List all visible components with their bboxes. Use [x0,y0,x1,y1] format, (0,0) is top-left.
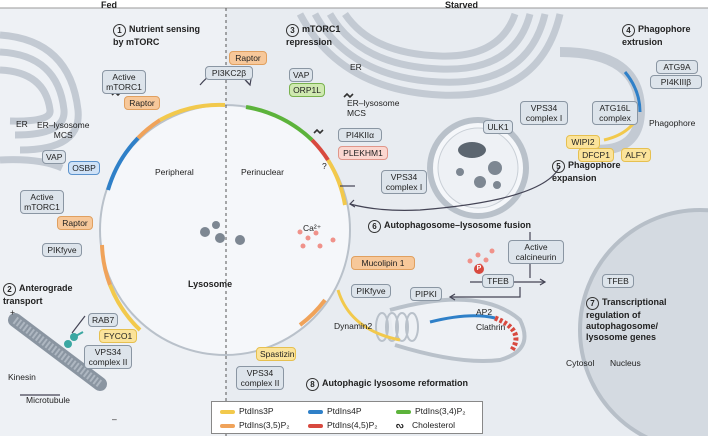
active-mtorc1-bottom: Active mTORC1 [20,190,64,214]
starved-header: Starved [445,0,479,10]
reformation-tubule [389,297,527,363]
raptor-mid: Raptor [229,51,267,65]
peripheral-label: Peripheral [155,167,194,177]
ap2-label: AP2 [476,307,493,317]
lysosome-particles [200,221,245,245]
legend: PtdIns3P PtdIns4P PtdIns(3,4)P₂ PtdIns(3… [211,401,483,434]
pi4k2a: PI4KIIα [338,128,382,142]
vps34-complex-i-mid: VPS34 complex I [381,170,427,194]
autophagosome-cargo [456,142,502,189]
wipi2: WIPI2 [566,135,600,149]
plekhm1: PLEKHM1 [338,146,388,160]
osbp: OSBP [68,161,100,175]
phospho-badge: P [474,264,484,274]
vap-left: VAP [42,150,66,164]
ptdins45p2-arc-right [310,138,330,162]
question-mark: ? [322,161,327,171]
er-label-right: ER [350,62,362,72]
pikfyve-right: PIKfyve [351,284,391,298]
mucolipin-1: Mucolipin 1 [351,256,415,270]
mcs-label-right: ER–lysosome MCS [347,98,400,118]
er-label-left: ER [16,119,28,129]
calcium-label: Ca²⁺ [303,223,322,233]
pipki: PIPKI [410,287,442,301]
ptdins35p2-arc-bottom [298,298,327,327]
active-calcineurin: Active calcineurin [508,240,564,264]
raptor-top: Raptor [124,96,160,110]
active-mtorc1-top: Active mTORC1 [102,70,146,94]
tfeb-right: TFEB [602,274,634,288]
ptdins4p-arc-left [106,136,140,191]
pi3kc2b: PI3KC2β [205,66,253,80]
orp1l: ORP1L [289,83,325,97]
legend-item-ptdins4p: PtdIns4P [308,406,362,416]
kinesin-label: Kinesin [8,372,36,382]
pikfyve-left: PIKfyve [42,243,82,257]
lysosome-label: Lysosome [188,279,233,289]
perinuclear-label: Perinuclear [241,167,284,177]
nucleus-label: Nucleus [610,358,641,368]
spastizin: Spastizin [256,347,296,361]
alfy: ALFY [621,148,651,162]
legend-item-ptdins3p: PtdIns3P [220,406,274,416]
dynamin-rings [375,312,419,342]
ptdins3p-arc-top [159,102,226,122]
dfcp1: DFCP1 [578,148,614,162]
mcs-label-left: ER–lysosome MCS [37,120,90,140]
vps34-complex-ii-bottom: VPS34 complex II [236,366,284,390]
ptdins3p-arc-bottom [108,284,142,332]
kinesin-motor [64,331,84,348]
tfeb-left: TFEB [482,274,514,288]
clathrin-label: Clathrin [476,322,506,332]
minus-end-label: – [112,414,117,424]
atg16l-complex: ATG16L complex [592,101,638,125]
microtubule [8,313,107,391]
vps34-complex-ii-left: VPS34 complex II [84,345,132,369]
nucleus [578,208,708,436]
legend-item-ptdins45p2: PtdIns(4,5)P₂ [308,420,378,430]
ptdins35p2-arc-left [100,244,112,286]
cholesterol-icon: ᔓ [396,420,404,430]
vap-right: VAP [289,68,313,82]
ptdins3p-arc-right [326,158,347,206]
vps34-complex-i-top: VPS34 complex I [520,101,568,125]
ptdins34p2-arc [245,105,314,142]
ulk1: ULK1 [483,120,513,134]
ptdins35p2-arc-top [136,118,162,140]
plus-end-label: + [10,307,15,317]
atg9a: ATG9A [656,60,698,74]
rab7: RAB7 [88,313,118,327]
legend-item-ptdins34p2: PtdIns(3,4)P₂ [396,406,466,416]
legend-item-ptdins35p2: PtdIns(3,5)P₂ [220,420,290,430]
pi4k3b: PI4KIIIβ [650,75,702,89]
er-right [296,11,564,99]
cytosol-label: Cytosol [566,358,595,368]
microtubule-label: Microtubule [26,395,70,405]
dynamin-label: Dynamin2 [334,321,373,331]
er-left [0,31,82,172]
fed-header: Fed [101,0,118,10]
raptor-bottom: Raptor [57,216,93,230]
phagophore-label: Phagophore [649,118,696,128]
fyco1: FYCO1 [99,329,137,343]
